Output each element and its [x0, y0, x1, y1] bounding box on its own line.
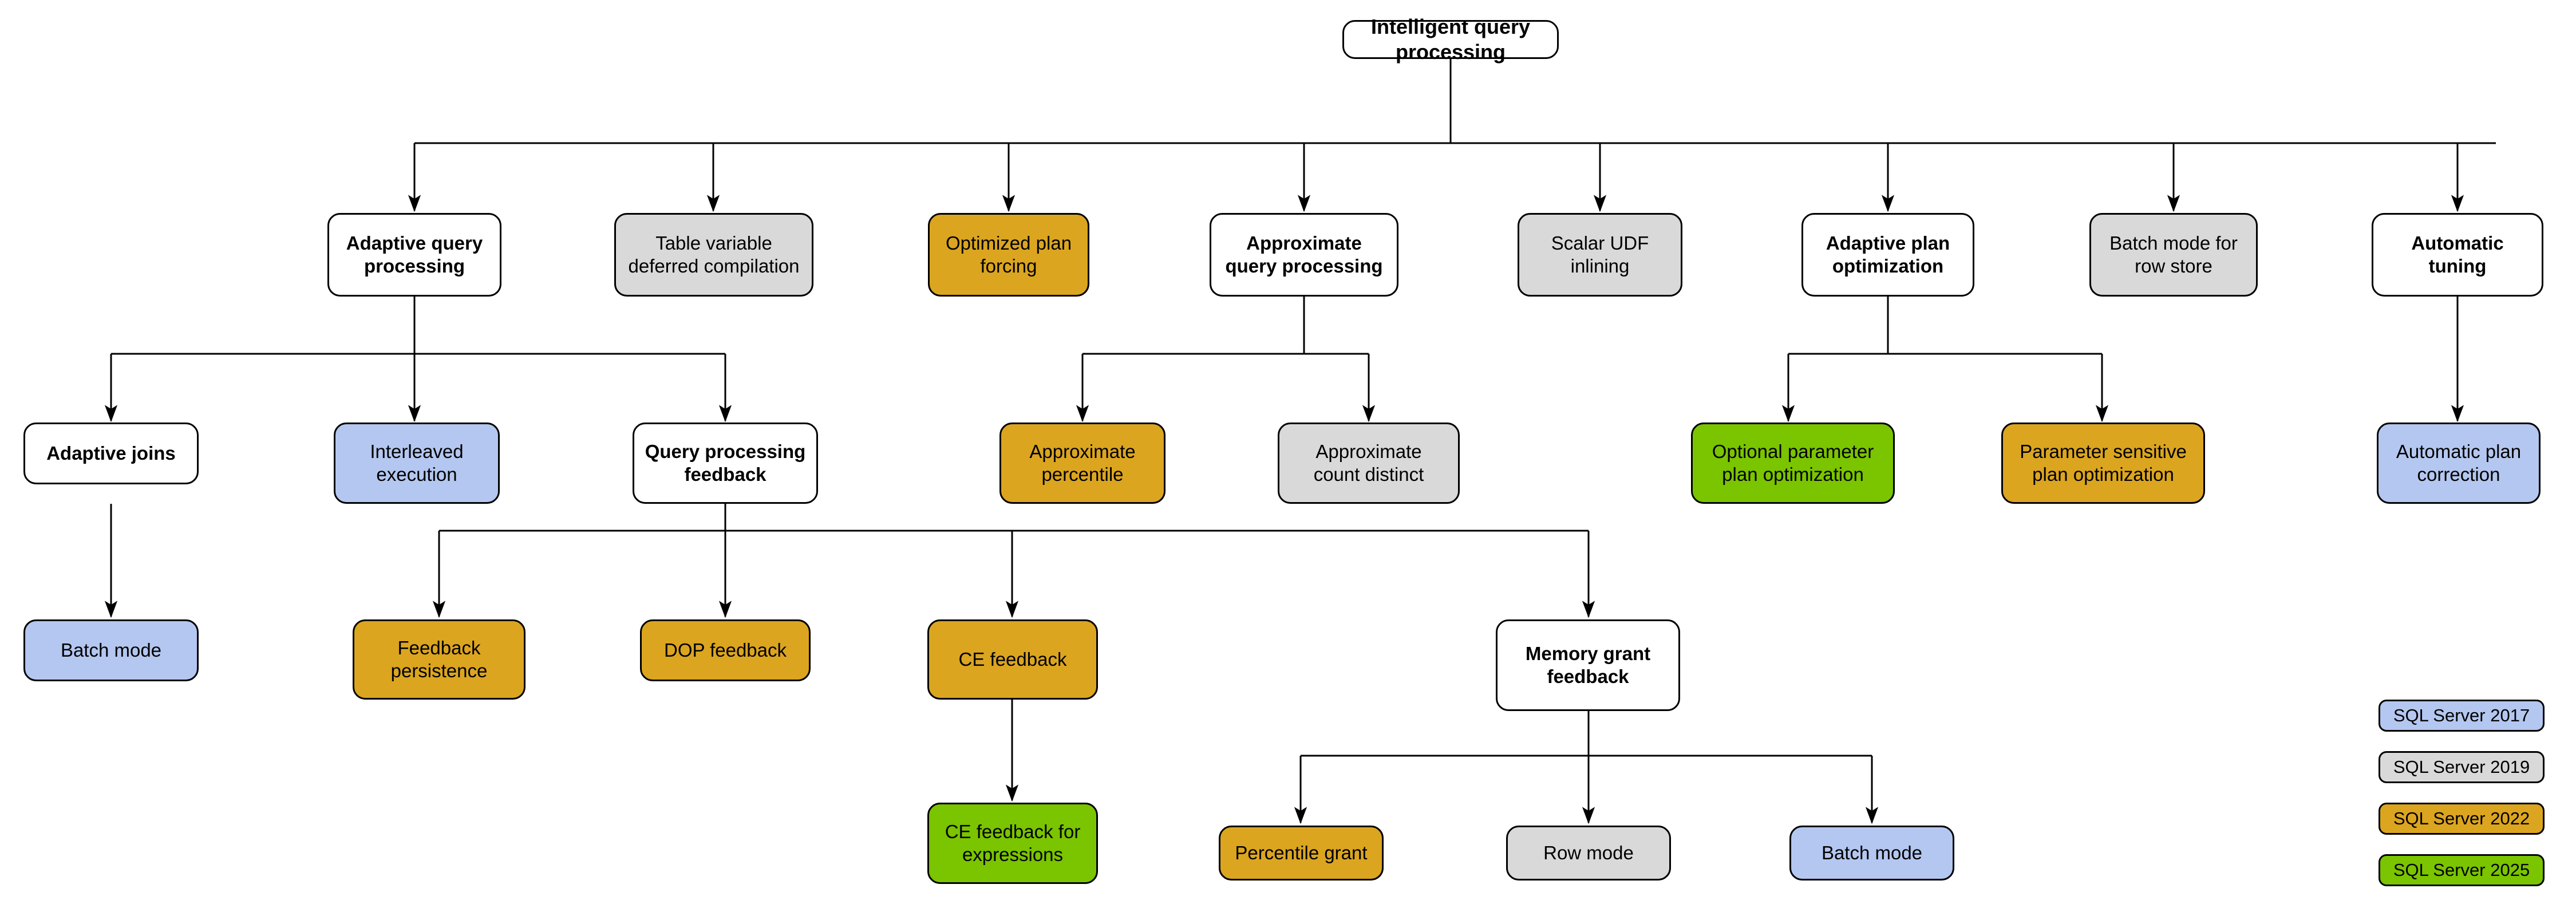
node-optimized-plan-forcing[interactable]: Optimized plan forcing [928, 213, 1089, 297]
node-approximate-count-distinct[interactable]: Approximate count distinct [1278, 423, 1460, 504]
node-adaptive-plan-optimization[interactable]: Adaptive plan optimization [1801, 213, 1974, 297]
node-intelligent-query-processing[interactable]: Intelligent query processing [1342, 15, 1559, 64]
node-optional-parameter-plan-optimization[interactable]: Optional parameter plan optimization [1691, 423, 1895, 504]
node-batch-mode-memory-grant[interactable]: Batch mode [1789, 826, 1954, 881]
node-dop-feedback[interactable]: DOP feedback [640, 619, 811, 681]
legend-item-sql-server-2017: SQL Server 2017 [2379, 700, 2545, 732]
legend-item-sql-server-2022: SQL Server 2022 [2379, 803, 2545, 835]
node-percentile-grant[interactable]: Percentile grant [1219, 826, 1384, 881]
node-automatic-plan-correction[interactable]: Automatic plan correction [2377, 423, 2541, 504]
node-ce-feedback[interactable]: CE feedback [927, 619, 1098, 700]
node-approximate-percentile[interactable]: Approximate percentile [999, 423, 1165, 504]
node-batch-mode-adaptive-joins[interactable]: Batch mode [23, 619, 199, 681]
node-memory-grant-feedback[interactable]: Memory grant feedback [1496, 619, 1680, 711]
node-approximate-query-processing[interactable]: Approximate query processing [1210, 213, 1398, 297]
node-automatic-tuning[interactable]: Automatic tuning [2372, 213, 2543, 297]
legend-item-sql-server-2019: SQL Server 2019 [2379, 751, 2545, 783]
node-adaptive-query-processing[interactable]: Adaptive query processing [327, 213, 501, 297]
node-scalar-udf-inlining[interactable]: Scalar UDF inlining [1518, 213, 1682, 297]
legend-item-sql-server-2025: SQL Server 2025 [2379, 854, 2545, 886]
node-table-variable-deferred-compilation[interactable]: Table variable deferred compilation [614, 213, 813, 297]
node-adaptive-joins[interactable]: Adaptive joins [23, 423, 199, 484]
node-ce-feedback-for-expressions[interactable]: CE feedback for expressions [927, 803, 1098, 884]
node-batch-mode-for-row-store[interactable]: Batch mode for row store [2089, 213, 2258, 297]
node-feedback-persistence[interactable]: Feedback persistence [353, 619, 526, 700]
node-row-mode[interactable]: Row mode [1506, 826, 1671, 881]
node-parameter-sensitive-plan-optimization[interactable]: Parameter sensitive plan optimization [2001, 423, 2205, 504]
node-interleaved-execution[interactable]: Interleaved execution [334, 423, 500, 504]
node-query-processing-feedback[interactable]: Query processing feedback [633, 423, 818, 504]
